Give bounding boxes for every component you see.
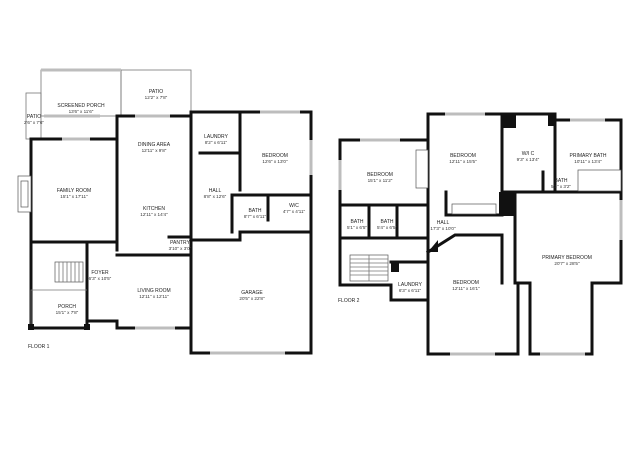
room-porch-dims: 15'1" x 7'8": [56, 310, 79, 315]
room-hall-2-name: HALL: [437, 220, 450, 226]
room-hall-2-dims: 17'3" x 10'0": [430, 226, 456, 231]
floor-1-interior-walls: [29, 110, 313, 330]
room-primary-bedroom-dims: 20'7" x 28'5": [554, 261, 580, 266]
room-bath-small-dims: 5'3" x 3'2": [551, 184, 571, 189]
room-bath-name: BATH: [249, 208, 262, 214]
room-wic-2-dims: 9'3" x 13'4": [517, 157, 540, 162]
room-garage-dims: 20'5" x 22'8": [239, 296, 265, 301]
room-garage-name: GARAGE: [241, 290, 263, 296]
tub-icon: [577, 169, 622, 192]
room-bedroom-b-dims: 12'11" x 15'5": [449, 159, 477, 164]
room-bedroom-c-name: BEDROOM: [453, 280, 479, 286]
counter-icon: [451, 203, 497, 215]
room-living-room-dims: 12'11" x 12'11": [139, 294, 169, 299]
room-kitchen-dims: 12'11" x 14'4": [140, 212, 168, 217]
room-primary-bedroom-name: PRIMARY BEDROOM: [542, 255, 592, 261]
room-living-room-name: LIVING ROOM: [137, 288, 170, 294]
room-wic-2-name: W/I C: [522, 151, 535, 157]
stairs-icon: [54, 261, 84, 283]
room-kitchen-name: KITCHEN: [143, 206, 165, 212]
closet-icon: [415, 149, 429, 189]
porch-outline: [30, 289, 87, 328]
room-pantry-dims: 3'10" x 3'0": [169, 246, 192, 251]
room-patio-top-name: PATIO: [149, 89, 163, 95]
room-bath-2-name: BATH: [381, 219, 394, 225]
floor-1: PATIO 2'6" x 7'6" SCREENED PORCH 13'6" x…: [17, 68, 313, 355]
room-screened-porch-name: SCREENED PORCH: [57, 103, 105, 109]
room-bedroom-dims: 12'6" x 13'0": [262, 159, 288, 164]
room-bath-small-name: BATH: [555, 178, 568, 184]
room-bath-dims: 8'7" x 6'11": [244, 214, 267, 219]
room-bedroom-name: BEDROOM: [262, 153, 288, 159]
room-foyer-dims: 6'3" x 10'5": [89, 276, 112, 281]
room-foyer-name: FOYER: [91, 270, 109, 276]
room-bedroom-b-name: BEDROOM: [450, 153, 476, 159]
room-wic-dims: 4'7" x 4'11": [283, 209, 306, 214]
room-hall-dims: 8'8" x 12'6": [204, 194, 227, 199]
room-family-room-name: FAMILY ROOM: [57, 188, 91, 194]
floor-2: BEDROOM 15'1" x 11'2" BEDROOM 12'11" x 1…: [338, 112, 623, 356]
room-bedroom-c-dims: 12'11" x 16'1": [452, 286, 480, 291]
room-dining-area-dims: 12'11" x 9'8": [142, 148, 167, 153]
room-primary-bath-dims: 10'11" x 13'4": [574, 159, 602, 164]
room-patio-left-name: PATIO: [27, 114, 41, 120]
room-primary-bath-name: PRIMARY BATH: [570, 153, 607, 159]
room-laundry-dims: 8'2" x 6'11": [205, 140, 228, 145]
room-bath-1-name: BATH: [351, 219, 364, 225]
stairs-2-icon: [349, 254, 389, 282]
room-bedroom-a-name: BEDROOM: [367, 172, 393, 178]
room-bedroom-a-dims: 15'1" x 11'2": [368, 178, 393, 183]
room-laundry-name: LAUNDRY: [204, 134, 228, 140]
room-bath-2-dims: 5'4" x 6'5": [377, 225, 397, 230]
room-porch-name: PORCH: [58, 304, 76, 310]
room-pantry-name: PANTRY: [170, 240, 190, 246]
floor-1-label: FLOOR 1: [28, 344, 50, 350]
room-screened-porch-dims: 13'6" x 11'6": [69, 109, 94, 114]
room-laundry-2-dims: 6'3" x 6'11": [399, 288, 422, 293]
room-family-room-dims: 15'1" x 17'11": [60, 194, 88, 199]
room-dining-area-name: DINING AREA: [138, 142, 171, 148]
room-bath-1-dims: 5'1" x 6'5": [347, 225, 367, 230]
room-wic-name: W/C: [289, 203, 299, 209]
room-patio-top-dims: 12'2" x 7'8": [145, 95, 168, 100]
floor-2-label: FLOOR 2: [338, 298, 360, 304]
room-hall-name: HALL: [209, 188, 222, 194]
room-laundry-2-name: LAUNDRY: [398, 282, 422, 288]
room-patio-left-dims: 2'6" x 7'6": [24, 120, 44, 125]
